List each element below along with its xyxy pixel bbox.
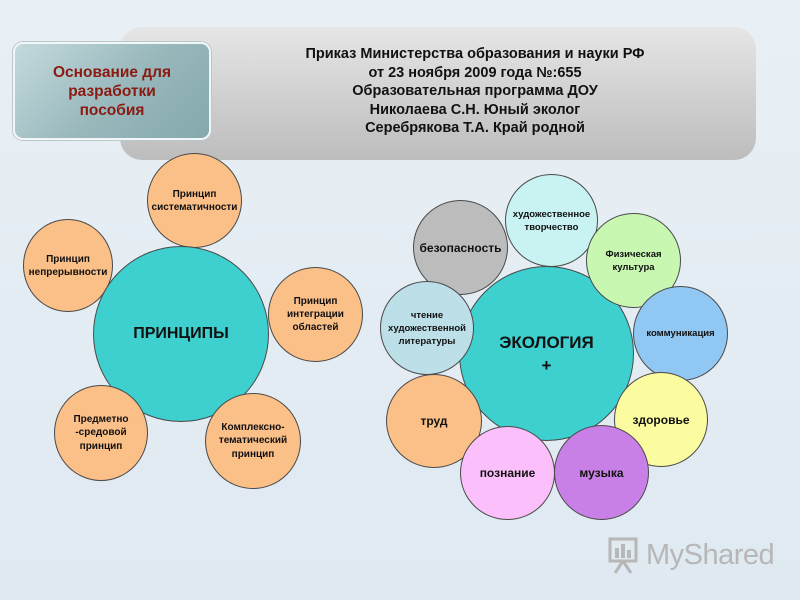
header-line: Николаева С.Н. Юный эколог (369, 101, 581, 118)
principle-label: Принцип систематичности (151, 188, 238, 213)
ecology-music: музыка (554, 425, 649, 520)
ecology-center-label: ЭКОЛОГИЯ + (499, 332, 594, 375)
ecology-cognition: познание (460, 426, 555, 520)
basis-line: пособия (79, 101, 145, 119)
ecology-reading: чтение художественной литературы (380, 281, 474, 375)
header-line: Образовательная программа ДОУ (352, 83, 598, 99)
principles-center-label: ПРИНЦИПЫ (133, 325, 229, 342)
principle-label: Принцип интеграции областей (287, 296, 344, 333)
basis-line: разработки (68, 82, 156, 100)
myshared-logo: MyShared (604, 535, 775, 575)
header-banner (120, 27, 756, 160)
principle-label: Комплексно- тематический принцип (218, 421, 288, 460)
ecology-label: труд (420, 414, 448, 428)
ecology-art: художественное творчество (505, 174, 598, 267)
ecology-physical: Физическая культура (586, 213, 681, 308)
principle-label: Предметно -средовой принцип (73, 413, 129, 452)
basis-box: Основание для разработки пособия (13, 42, 211, 140)
ecology-safety: безопасность (413, 200, 508, 295)
ecology-label: познание (479, 466, 536, 480)
presentation-icon (608, 537, 638, 574)
logo-text: MyShared (646, 538, 775, 571)
ecology-label: музыка (579, 465, 624, 480)
ecology-labour: труд (386, 374, 482, 468)
principle-complex-thematic: Комплексно- тематический принцип (205, 393, 301, 489)
header-line: от 23 ноября 2009 года №:655 (368, 64, 582, 81)
principle-label: Принцип непрерывности (28, 253, 108, 278)
principle-systematic: Принцип систематичности (147, 153, 242, 248)
principle-environment: Предметно -средовой принцип (54, 385, 148, 481)
ecology-label: чтение художественной литературы (388, 309, 466, 347)
principle-integration: Принцип интеграции областей (268, 267, 363, 362)
header-text: Приказ Министерства образования и науки … (225, 45, 725, 138)
header-line: Приказ Министерства образования и науки … (305, 46, 645, 62)
header-line: Серебрякова Т.А. Край родной (365, 120, 585, 136)
ecology-communication: коммуникация (633, 286, 728, 381)
ecology-label: здоровье (632, 412, 690, 427)
basis-line: Основание для (53, 63, 171, 81)
ecology-label: коммуникация (646, 328, 715, 339)
principle-continuity: Принцип непрерывности (23, 219, 113, 312)
ecology-label: безопасность (419, 240, 502, 255)
ecology-label: Физическая культура (605, 248, 662, 273)
ecology-label: художественное творчество (512, 208, 591, 233)
